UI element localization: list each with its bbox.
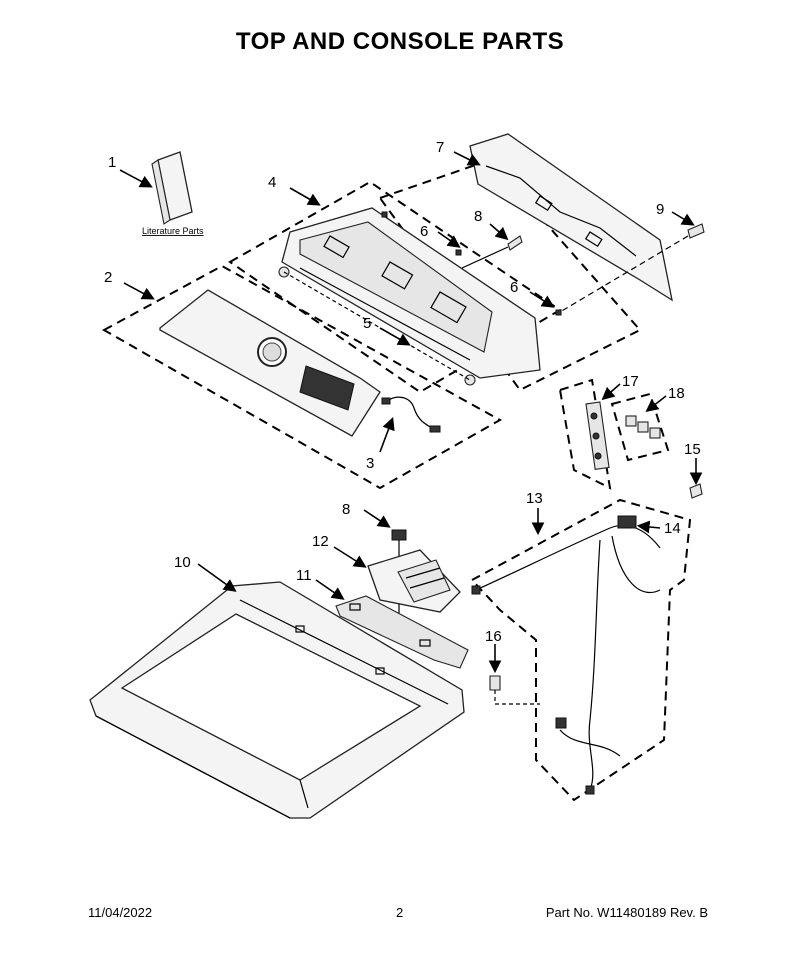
harness-group-outline	[470, 498, 692, 802]
callout-18: 18	[668, 385, 685, 402]
switch-assembly	[585, 401, 610, 470]
callout-2: 2	[104, 269, 112, 286]
callout-14: 14	[664, 520, 681, 537]
callout-1: 1	[108, 154, 116, 171]
callout-8-top: 8	[474, 208, 482, 225]
callout-3: 3	[366, 455, 374, 472]
rear-panel-screw	[559, 223, 705, 313]
callout-5: 5	[363, 315, 371, 332]
control-board	[367, 549, 461, 613]
main-wire-harness	[471, 515, 661, 795]
callout-8-lower: 8	[342, 501, 350, 518]
callout-6-right: 6	[510, 279, 518, 296]
console-frame	[281, 207, 541, 379]
callout-7: 7	[436, 139, 444, 156]
callout-6-top: 6	[420, 223, 428, 240]
callout-13: 13	[526, 490, 543, 507]
harness-screw	[689, 483, 703, 499]
footer-date: 11/04/2022	[88, 905, 153, 920]
console-screw-top	[461, 235, 523, 269]
console-end-caps	[278, 266, 476, 386]
callout-9: 9	[656, 201, 664, 218]
callout-16: 16	[485, 628, 502, 645]
page-title: TOP AND CONSOLE PARTS	[235, 28, 565, 55]
callout-15: 15	[684, 441, 701, 458]
console-panel	[159, 289, 381, 437]
callout-17: 17	[622, 373, 639, 390]
footer-page-number: 2	[396, 905, 404, 920]
console-clips	[381, 211, 562, 316]
rear-console-panel	[469, 133, 673, 302]
footer-part-number: Part No. W11480189 Rev. B	[545, 905, 708, 920]
callout-10: 10	[174, 554, 191, 571]
switch-caps	[625, 415, 661, 439]
control-screw	[489, 675, 540, 705]
literature-label: Literature Parts	[142, 226, 204, 236]
callout-4: 4	[268, 174, 276, 191]
switch-group-outline	[558, 378, 612, 490]
callout-11: 11	[296, 567, 312, 584]
knob-group-outline	[610, 392, 670, 462]
literature-parts: Literature Parts	[142, 151, 204, 236]
console-wire-harness	[381, 396, 441, 433]
top-cover	[89, 581, 465, 819]
control-bracket	[335, 595, 469, 669]
console-panel-group-outline	[101, 264, 503, 490]
callout-12: 12	[312, 533, 329, 550]
